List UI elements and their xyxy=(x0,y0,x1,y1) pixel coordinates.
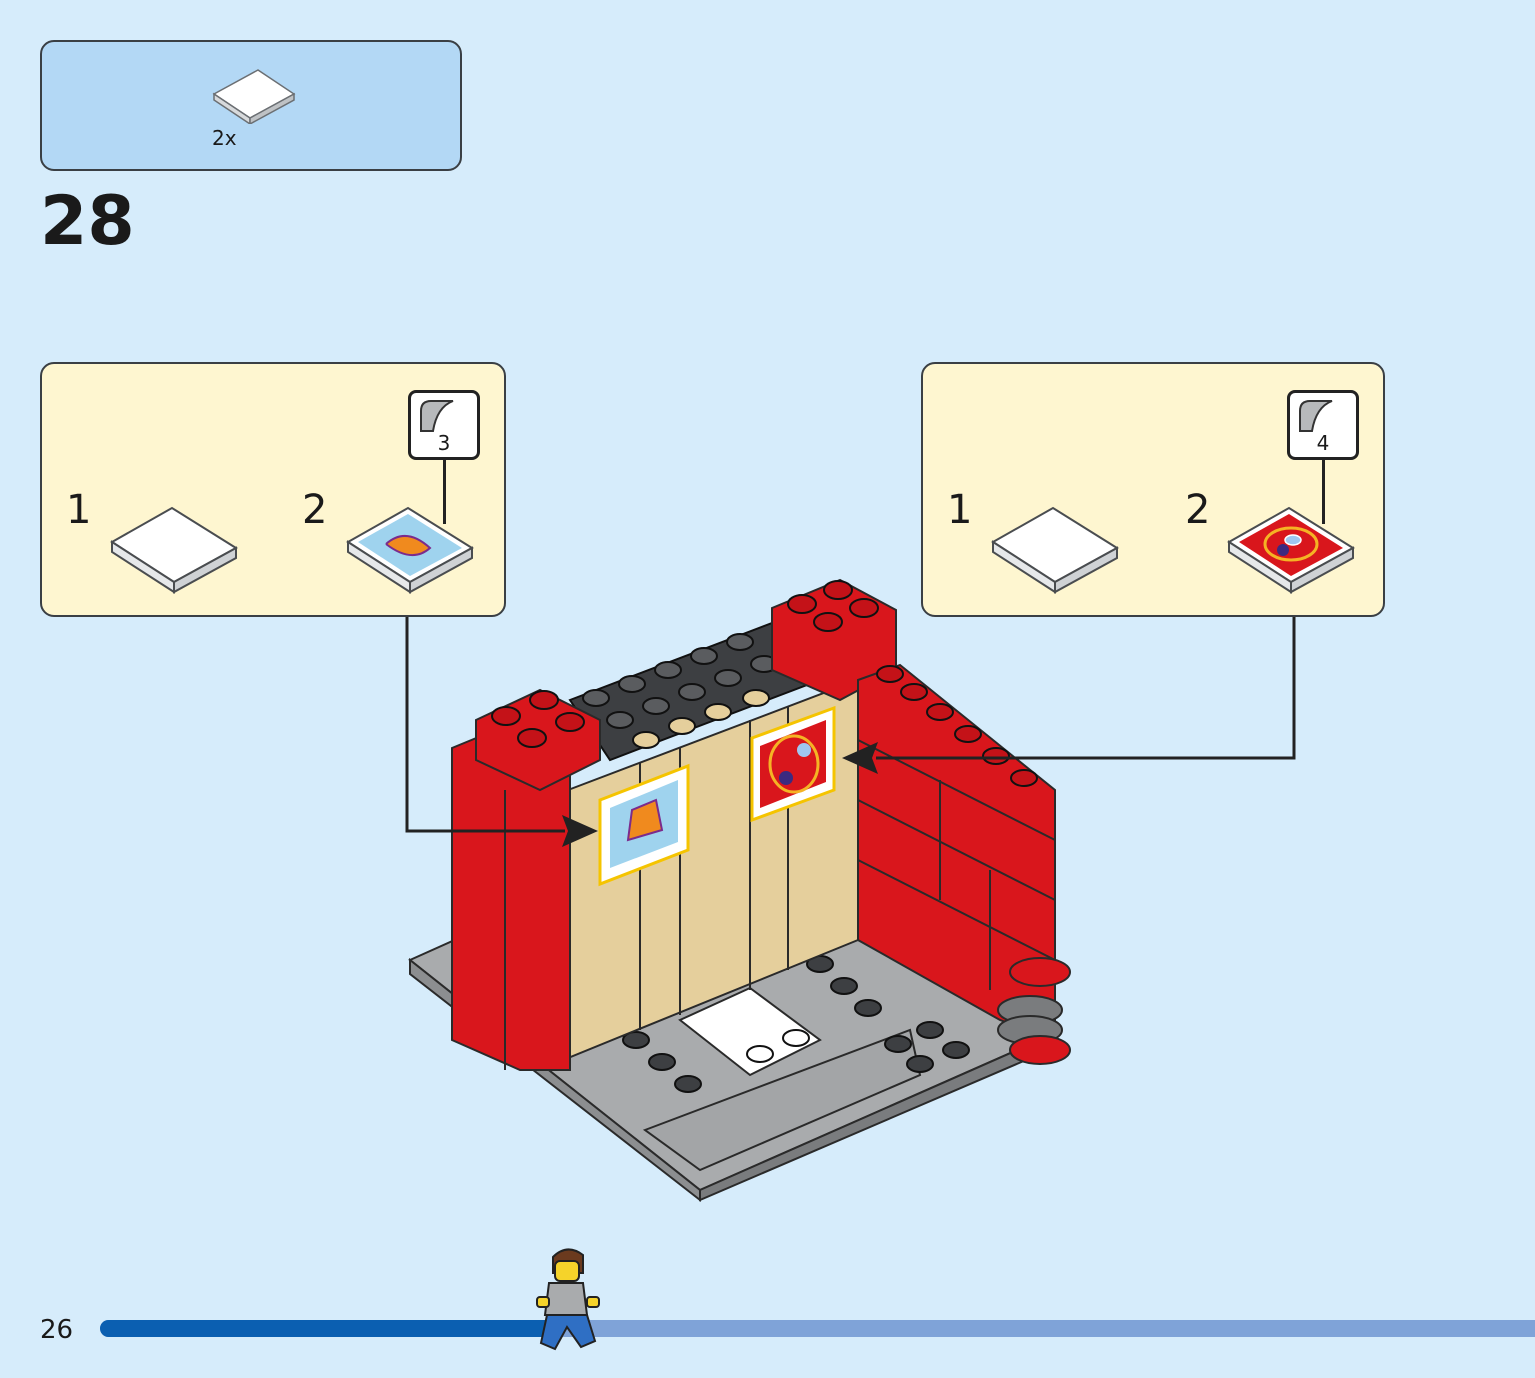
floor-studs xyxy=(622,955,970,1093)
connector-left xyxy=(405,617,565,833)
placed-printed-tile-right xyxy=(750,705,836,823)
substep-box-left: 1 2 3 xyxy=(40,362,506,617)
sticker-number: 4 xyxy=(1316,431,1330,455)
sticker-callout: 3 xyxy=(408,390,480,460)
white-flat-tile-icon xyxy=(212,69,296,124)
printed-tile-icon xyxy=(346,506,474,594)
printed-tile-icon xyxy=(1227,506,1355,594)
model-illustration xyxy=(408,578,1071,1203)
white-tile-icon xyxy=(110,506,238,594)
sticker-callout: 4 xyxy=(1287,390,1359,460)
substep-box-right: 1 2 4 xyxy=(921,362,1385,617)
placed-printed-tile-left xyxy=(598,763,690,887)
substep-1-number: 1 xyxy=(66,487,92,533)
substep-2-number: 2 xyxy=(302,487,328,533)
progress-bar xyxy=(100,1320,1535,1337)
arrowhead-right xyxy=(842,742,878,774)
minifigure-icon xyxy=(536,1248,600,1351)
white-floor-tiles xyxy=(678,986,822,1077)
callout-pointer-line xyxy=(1322,460,1325,524)
callout-pointer-line xyxy=(443,460,446,524)
sticker-number: 3 xyxy=(437,431,451,455)
progress-fill xyxy=(100,1320,560,1337)
connector-right xyxy=(876,617,1296,760)
round-bricks xyxy=(997,957,1071,1065)
part-quantity: 2x xyxy=(212,126,237,150)
sticker-icon xyxy=(420,400,454,432)
page-number: 26 xyxy=(40,1315,74,1345)
arrowhead-left xyxy=(562,815,598,847)
parts-callout: 2x xyxy=(40,40,462,171)
sticker-icon xyxy=(1299,400,1333,432)
substep-2-number: 2 xyxy=(1185,487,1211,533)
substep-1-number: 1 xyxy=(947,487,973,533)
step-number: 28 xyxy=(40,182,135,261)
white-tile-icon xyxy=(991,506,1119,594)
